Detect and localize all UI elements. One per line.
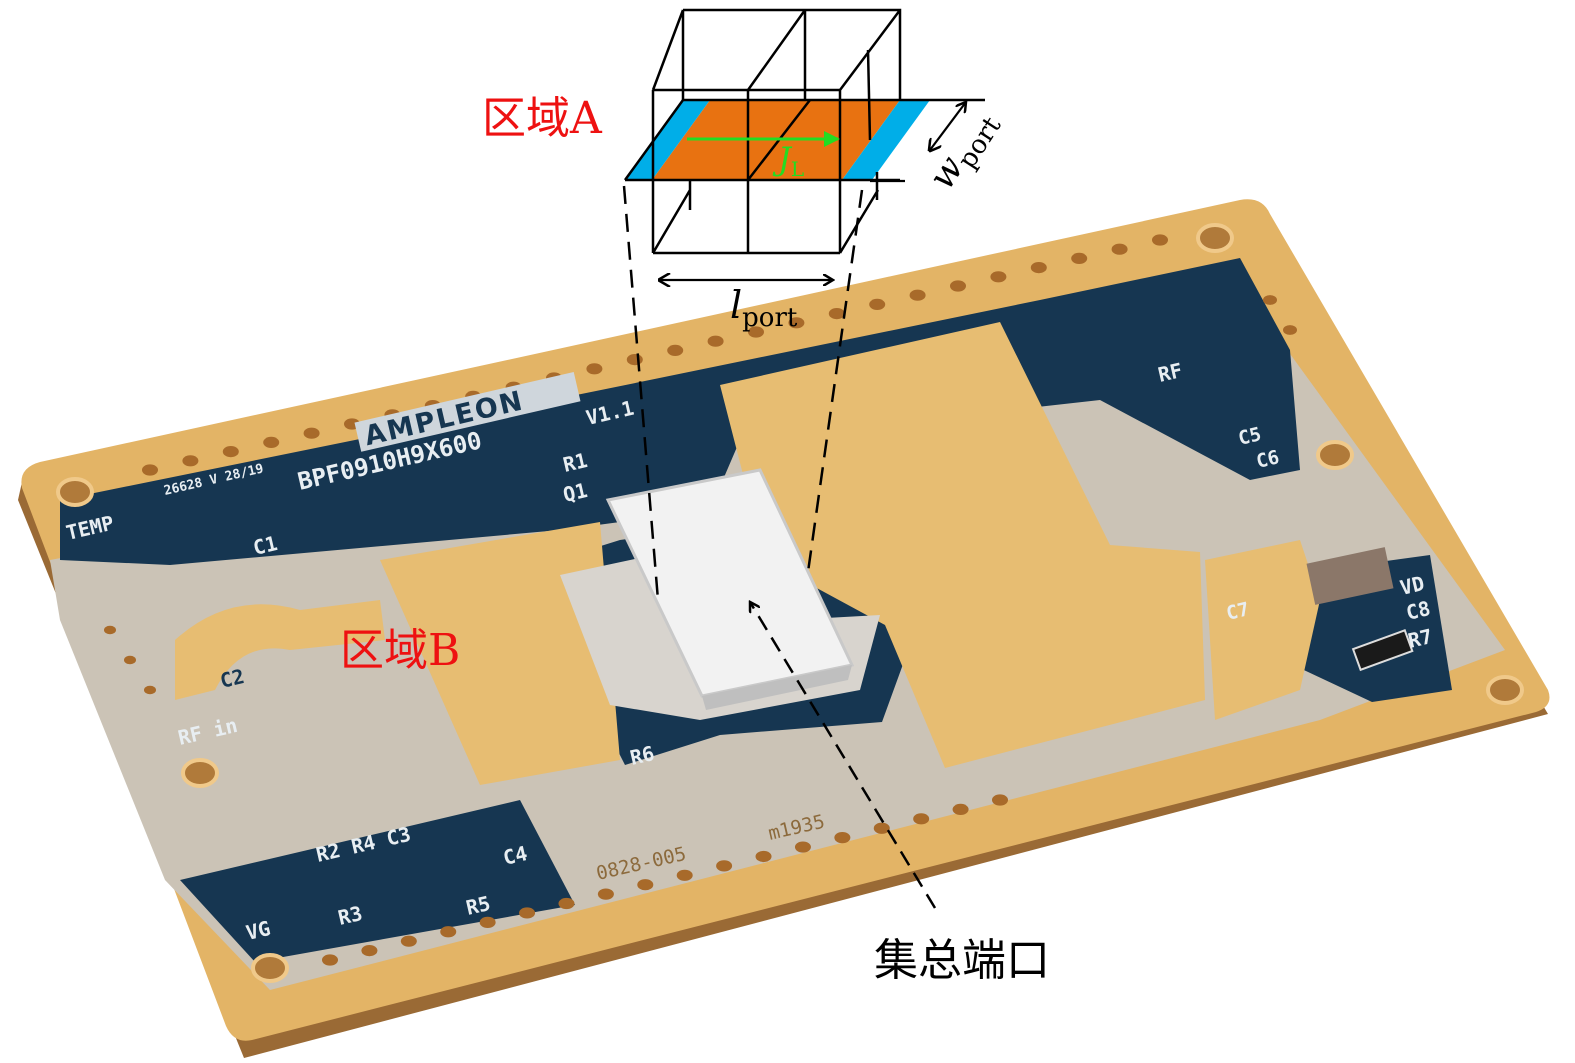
via-hole bbox=[597, 888, 614, 900]
via-hole bbox=[990, 271, 1007, 283]
via-hole bbox=[440, 926, 457, 938]
region-a-label: 区域A bbox=[482, 93, 603, 144]
silk-c6: C6 bbox=[1254, 446, 1281, 473]
silk-c5: C5 bbox=[1236, 423, 1263, 450]
resistor-r7 bbox=[1351, 629, 1414, 672]
via-hole bbox=[828, 308, 845, 320]
mounting-hole bbox=[56, 477, 94, 507]
via-hole bbox=[637, 879, 654, 891]
pcb-board bbox=[18, 199, 1550, 1058]
via-hole bbox=[1283, 325, 1297, 335]
silk-q1: Q1 bbox=[561, 478, 590, 507]
via-hole bbox=[676, 869, 693, 881]
via-hole bbox=[222, 446, 239, 458]
mounting-hole bbox=[1196, 223, 1234, 253]
silk-c1: C1 bbox=[251, 531, 280, 560]
via-hole bbox=[1071, 252, 1088, 264]
via-hole bbox=[950, 280, 966, 292]
silk-r5: R5 bbox=[464, 891, 493, 920]
trace-right bbox=[1205, 540, 1320, 720]
via-hole bbox=[748, 326, 764, 338]
component-side bbox=[702, 665, 852, 710]
via-hole bbox=[1263, 295, 1277, 305]
port-edge-right bbox=[842, 100, 930, 180]
projection-dash-right bbox=[806, 189, 864, 573]
silk-r6: R6 bbox=[628, 741, 657, 770]
silk-rf-out: RF bbox=[1156, 358, 1185, 387]
mounting-hole bbox=[181, 758, 219, 788]
via-hole bbox=[667, 344, 684, 356]
via-hole bbox=[144, 685, 156, 695]
via-hole bbox=[716, 860, 733, 872]
silk-r1: R1 bbox=[561, 448, 590, 477]
via-hole bbox=[303, 427, 320, 439]
silk-vd: VD bbox=[1398, 571, 1427, 600]
silk-c7: C7 bbox=[1224, 598, 1251, 625]
brand-box bbox=[354, 371, 581, 452]
via-hole bbox=[1030, 262, 1047, 274]
mounting-hole bbox=[1316, 440, 1354, 470]
via-hole bbox=[182, 455, 199, 467]
via-hole bbox=[913, 813, 930, 825]
width-label: wport bbox=[921, 102, 1008, 200]
via-hole bbox=[586, 363, 603, 375]
via-hole bbox=[558, 897, 575, 910]
via-hole bbox=[519, 907, 536, 919]
via-hole bbox=[952, 803, 969, 816]
via-hole bbox=[992, 794, 1008, 806]
region-b-label: 区域B bbox=[340, 625, 460, 676]
silk-r7: R7 bbox=[1406, 624, 1435, 653]
pad-right bbox=[720, 322, 1205, 768]
via-hole bbox=[142, 464, 158, 476]
silk-c2: C2 bbox=[218, 664, 247, 693]
silk-c4: C4 bbox=[501, 841, 530, 870]
via-hole bbox=[873, 822, 890, 834]
via-hole bbox=[755, 850, 772, 863]
via-hole bbox=[626, 354, 643, 366]
lumped-port-label: 集总端口 bbox=[874, 935, 1050, 986]
lumped-port-pointer bbox=[750, 602, 937, 909]
via-hole bbox=[1152, 234, 1168, 246]
pad-left bbox=[380, 522, 620, 785]
via-hole bbox=[322, 954, 338, 966]
capacitor bbox=[1306, 547, 1394, 605]
current-label: JL bbox=[772, 140, 804, 181]
via-hole bbox=[1111, 243, 1128, 255]
via-hole bbox=[788, 317, 805, 329]
mounting-hole bbox=[251, 953, 289, 983]
via-hole bbox=[104, 625, 116, 635]
port-diagram bbox=[622, 8, 985, 909]
via-hole bbox=[361, 944, 378, 957]
via-hole bbox=[834, 832, 851, 844]
silk-vg: VG bbox=[244, 916, 273, 945]
trace-left bbox=[175, 600, 385, 700]
via-hole bbox=[400, 935, 417, 947]
via-hole bbox=[263, 436, 280, 448]
via-hole bbox=[124, 655, 136, 665]
mesh-box-top bbox=[651, 8, 902, 255]
via-hole bbox=[909, 289, 926, 301]
via-hole bbox=[869, 298, 886, 310]
mounting-hole bbox=[1486, 675, 1524, 705]
port-edge-left bbox=[625, 100, 710, 180]
silk-c8: C8 bbox=[1404, 596, 1433, 625]
via-hole bbox=[794, 841, 811, 853]
projection-dash-left bbox=[622, 185, 660, 601]
mask-bottom-left bbox=[180, 800, 575, 962]
silk-r3: R3 bbox=[336, 901, 365, 930]
via-hole bbox=[707, 335, 724, 347]
via-hole bbox=[479, 916, 496, 928]
length-label: lport bbox=[730, 283, 798, 333]
width-dimension-arrow bbox=[930, 102, 966, 150]
